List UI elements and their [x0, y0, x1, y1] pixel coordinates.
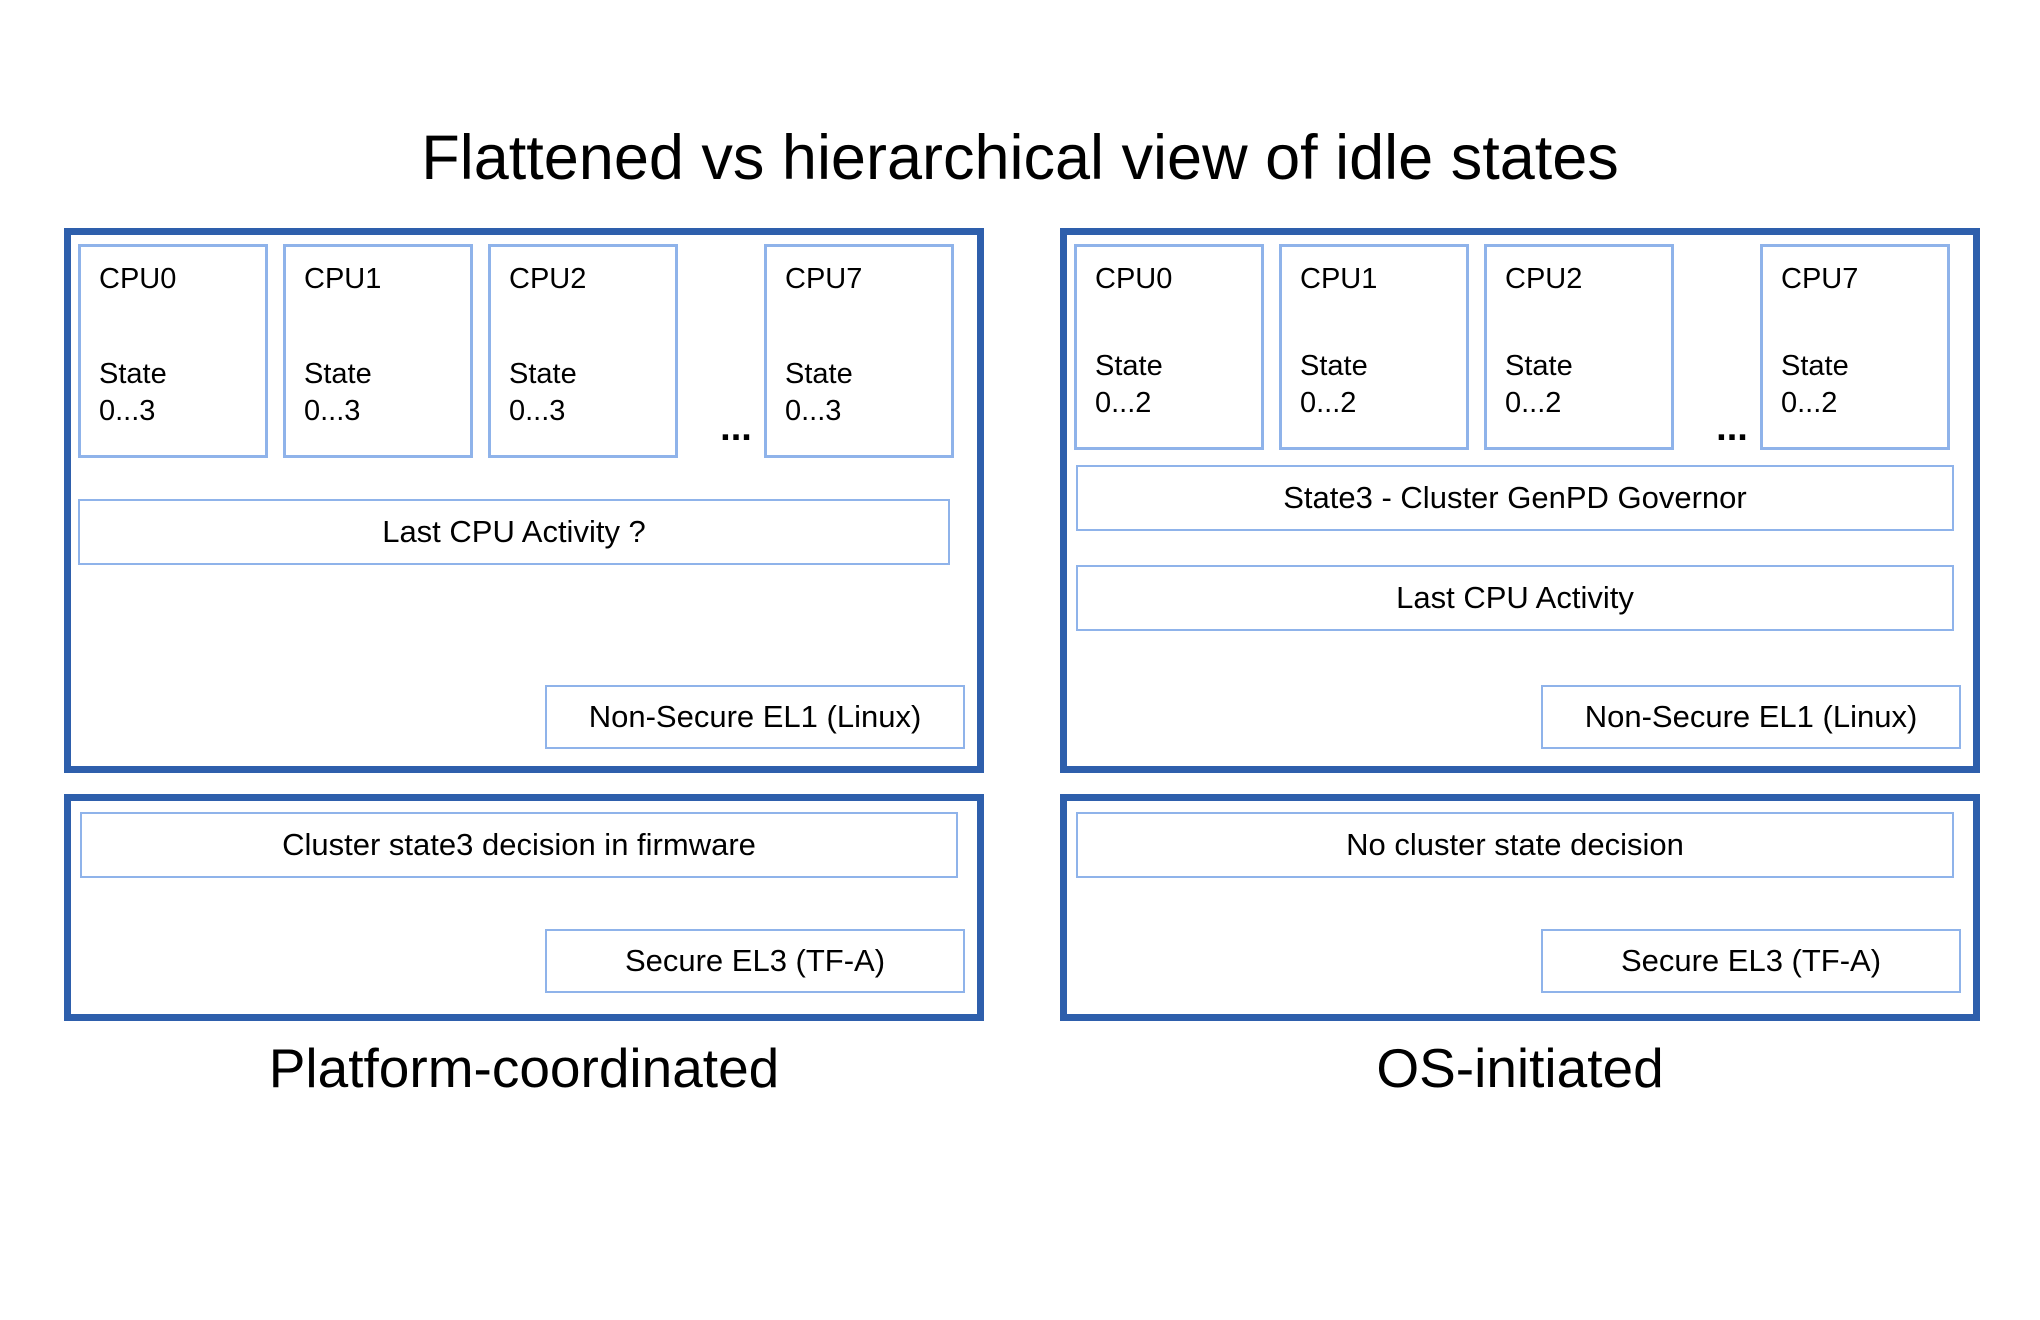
cluster-decision-box: Cluster state3 decision in firmware — [80, 812, 958, 878]
cpu-box: CPU2 State 0...2 — [1484, 244, 1674, 450]
cpu-name: CPU0 — [1095, 263, 1173, 295]
last-cpu-activity-box: Last CPU Activity ? — [78, 499, 950, 565]
cpu-state: State 0...3 — [785, 357, 853, 428]
cpu-box: CPU0 State 0...3 — [78, 244, 268, 458]
os-initiated-el1-panel: CPU0 State 0...2 CPU1 State 0...2 CPU2 S… — [1060, 228, 1980, 773]
cpu-name: CPU7 — [1781, 263, 1859, 295]
cpu-box: CPU1 State 0...2 — [1279, 244, 1469, 450]
cpu-name: CPU0 — [99, 263, 177, 295]
cpu-state: State 0...3 — [99, 357, 167, 428]
platform-coordinated-label: Platform-coordinated — [268, 1037, 780, 1099]
os-initiated-label: OS-initiated — [1376, 1037, 1664, 1099]
cpu-name: CPU2 — [1505, 263, 1583, 295]
non-secure-el1-box: Non-Secure EL1 (Linux) — [1541, 685, 1961, 749]
cpu-name: CPU7 — [785, 263, 863, 295]
last-cpu-activity-box: Last CPU Activity — [1076, 565, 1954, 631]
platform-el3-panel: Cluster state3 decision in firmware Secu… — [64, 794, 984, 1021]
cluster-decision-box: No cluster state decision — [1076, 812, 1954, 878]
cpu-box: CPU7 State 0...3 — [764, 244, 954, 458]
secure-el3-box: Secure EL3 (TF-A) — [545, 929, 965, 993]
diagram-title: Flattened vs hierarchical view of idle s… — [421, 123, 1619, 193]
cpu-name: CPU1 — [304, 263, 382, 295]
cpu-box: CPU1 State 0...3 — [283, 244, 473, 458]
non-secure-el1-box: Non-Secure EL1 (Linux) — [545, 685, 965, 749]
cpu-box: CPU0 State 0...2 — [1074, 244, 1264, 450]
cpu-name: CPU1 — [1300, 263, 1378, 295]
cpu-state: State 0...2 — [1300, 349, 1368, 420]
cpu-state: State 0...3 — [509, 357, 577, 428]
cpu-state: State 0...2 — [1505, 349, 1573, 420]
platform-el1-panel: CPU0 State 0...3 CPU1 State 0...3 CPU2 S… — [64, 228, 984, 773]
cpu-box: CPU2 State 0...3 — [488, 244, 678, 458]
genpd-governor-box: State3 - Cluster GenPD Governor — [1076, 465, 1954, 531]
cpu-state: State 0...3 — [304, 357, 372, 428]
os-initiated-el3-panel: No cluster state decision Secure EL3 (TF… — [1060, 794, 1980, 1021]
cpu-ellipsis: ... — [720, 407, 752, 449]
cpu-name: CPU2 — [509, 263, 587, 295]
secure-el3-box: Secure EL3 (TF-A) — [1541, 929, 1961, 993]
cpu-state: State 0...2 — [1781, 349, 1849, 420]
cpu-state: State 0...2 — [1095, 349, 1163, 420]
cpu-ellipsis: ... — [1716, 407, 1748, 449]
cpu-box: CPU7 State 0...2 — [1760, 244, 1950, 450]
